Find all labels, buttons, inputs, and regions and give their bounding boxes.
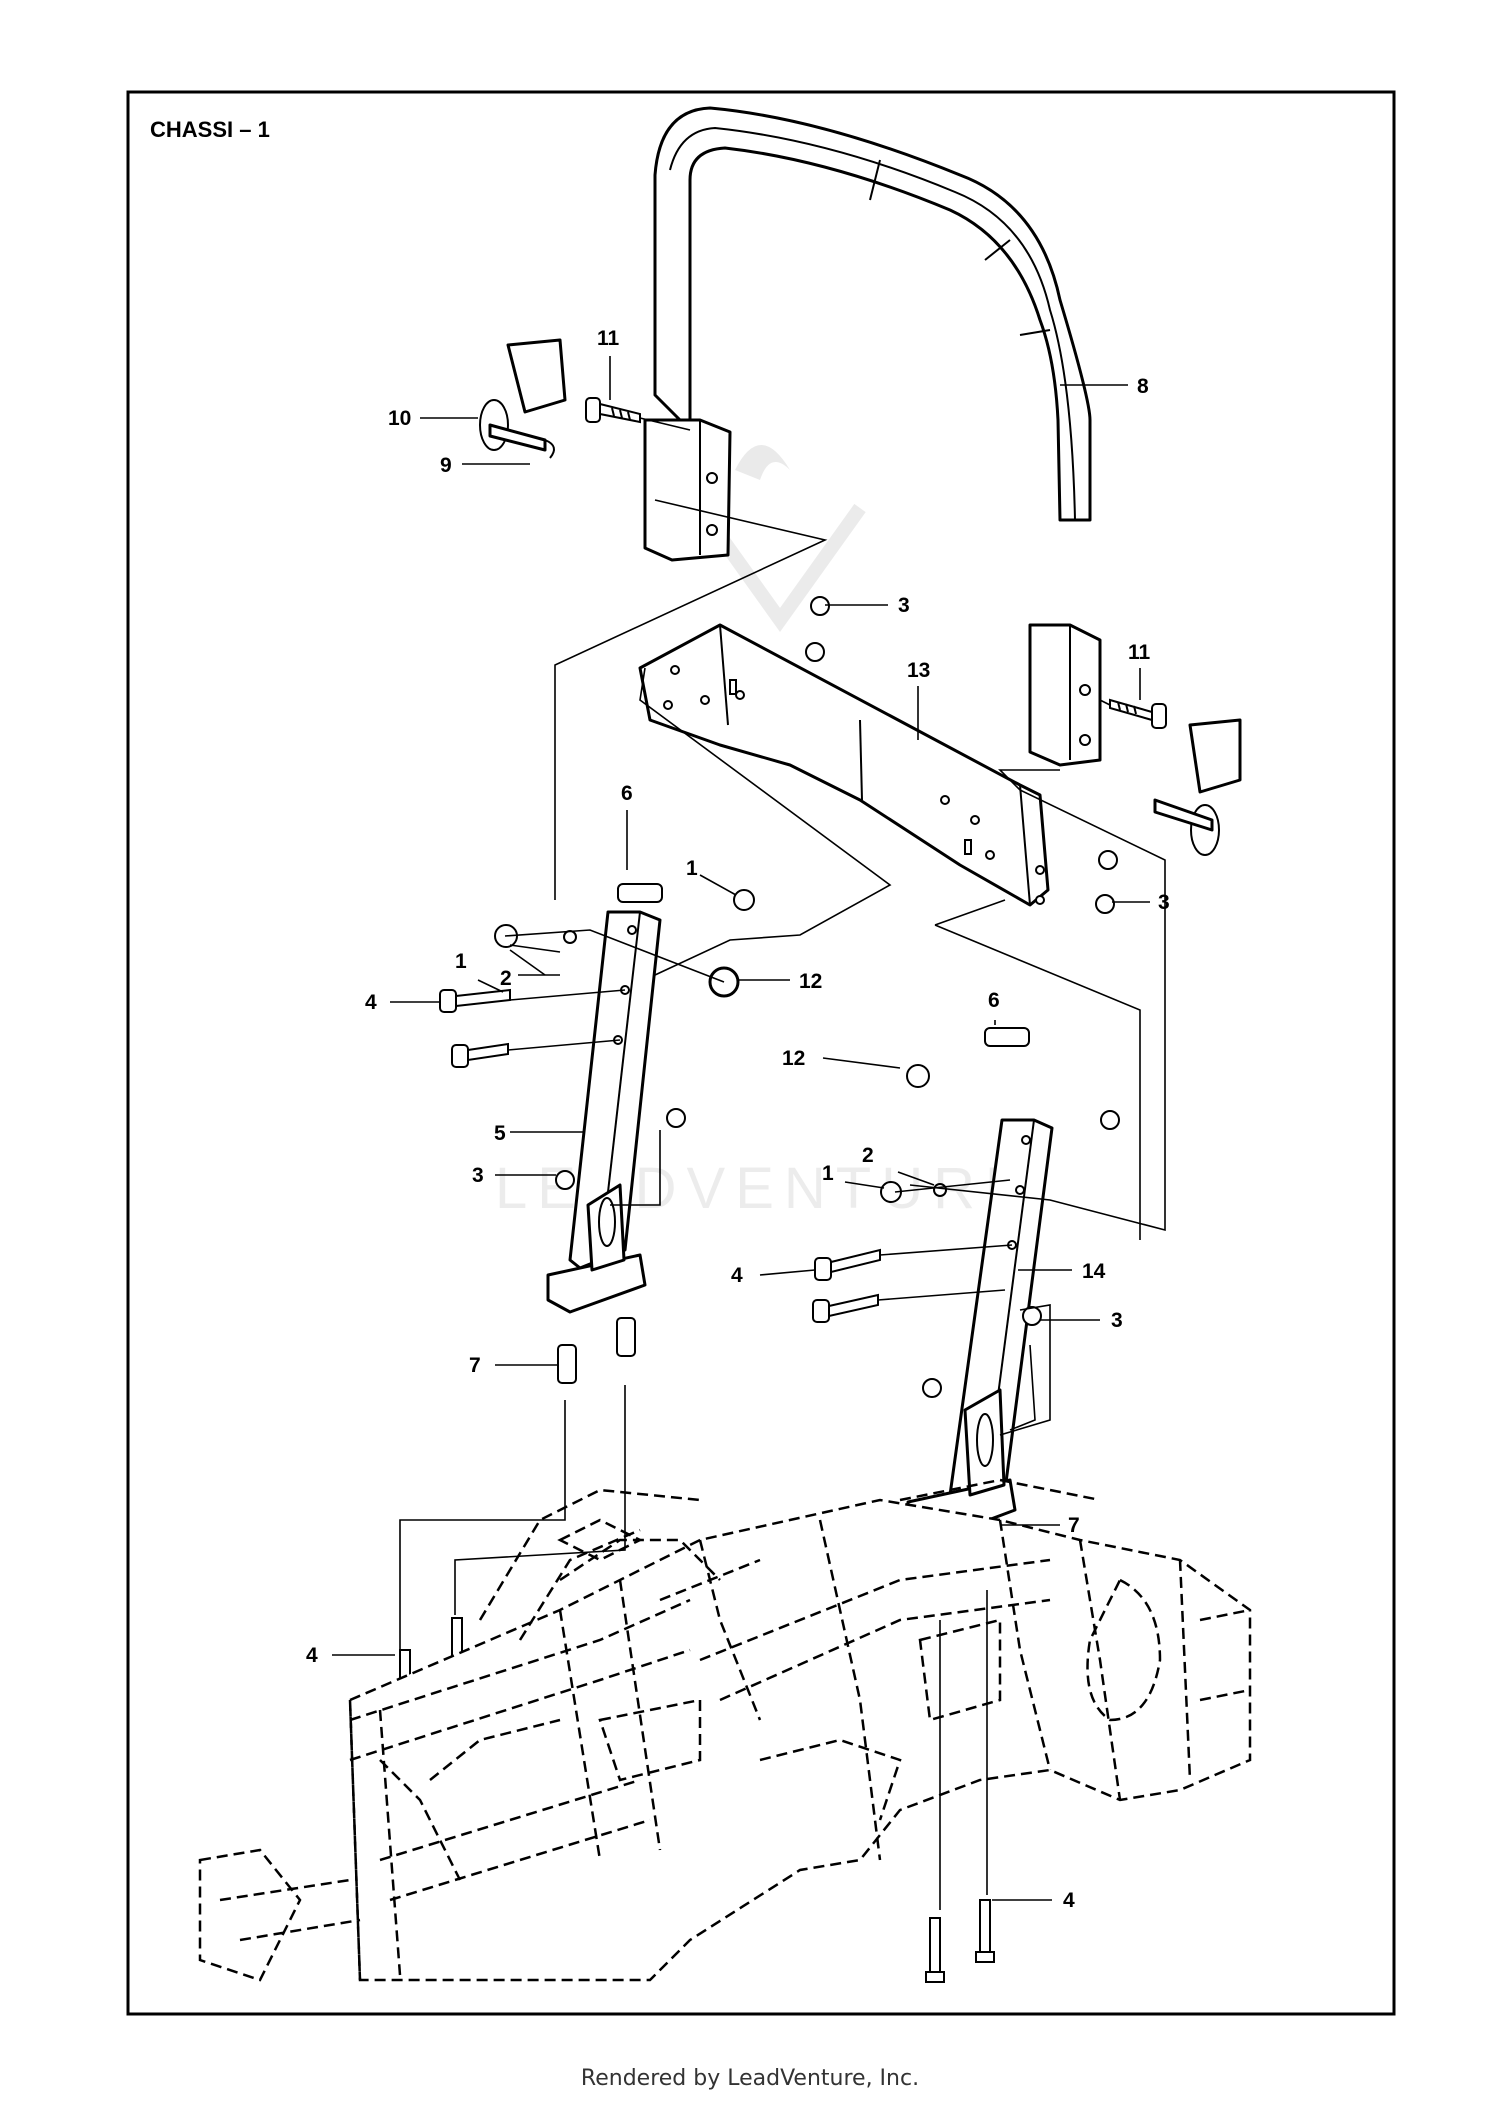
callout-1: 1	[455, 950, 467, 973]
callout-12: 12	[782, 1047, 805, 1070]
callout-6: 6	[621, 782, 633, 805]
callout-9: 9	[440, 454, 452, 477]
lynch-pin-right	[1153, 718, 1242, 856]
callout-4: 4	[731, 1264, 743, 1287]
callout-3: 3	[472, 1164, 484, 1187]
callout-11: 11	[1128, 641, 1151, 664]
diagram-frame	[126, 90, 1396, 2016]
explode-lines	[399, 417, 1166, 1910]
callout-12: 12	[799, 970, 822, 993]
callout-2: 2	[862, 1144, 874, 1167]
callout-3: 3	[898, 594, 910, 617]
callout-13: 13	[907, 659, 930, 682]
callout-10: 10	[388, 407, 411, 430]
callout-3: 3	[1158, 891, 1170, 914]
callout-4: 4	[306, 1644, 318, 1667]
bolt-11-left	[585, 397, 641, 424]
callout-leaders	[332, 356, 1150, 1901]
callout-labels: 10 9 11 8 3 13 11 3 6 1 2 1 12 4 5 3 7 6…	[306, 327, 1170, 1912]
callout-4: 4	[1063, 1889, 1075, 1912]
callout-8: 8	[1137, 375, 1149, 398]
render-credit: Rendered by LeadVenture, Inc.	[580, 2066, 920, 2091]
callout-14: 14	[1082, 1260, 1106, 1283]
roll-bar	[643, 106, 1102, 767]
callout-4: 4	[365, 991, 377, 1014]
callout-11: 11	[597, 327, 620, 350]
nut-3	[1095, 894, 1115, 914]
diagram-title: CHASSI – 1	[150, 117, 270, 142]
callout-7: 7	[1068, 1514, 1080, 1537]
callout-1: 1	[822, 1162, 834, 1185]
nut-3	[810, 596, 830, 616]
nut-3	[1098, 850, 1118, 870]
callout-1: 1	[686, 857, 698, 880]
lynch-pin-left	[479, 338, 567, 459]
callout-2: 2	[500, 967, 512, 990]
chassis-frame	[198, 1478, 1252, 1982]
callout-6: 6	[988, 989, 1000, 1012]
nut-3	[805, 642, 825, 662]
callout-3: 3	[1111, 1309, 1123, 1332]
cross-member	[638, 623, 1050, 907]
callout-7: 7	[469, 1354, 481, 1377]
callout-5: 5	[494, 1122, 506, 1145]
bolt-11-right	[1109, 698, 1167, 729]
upright-left	[395, 883, 755, 1721]
